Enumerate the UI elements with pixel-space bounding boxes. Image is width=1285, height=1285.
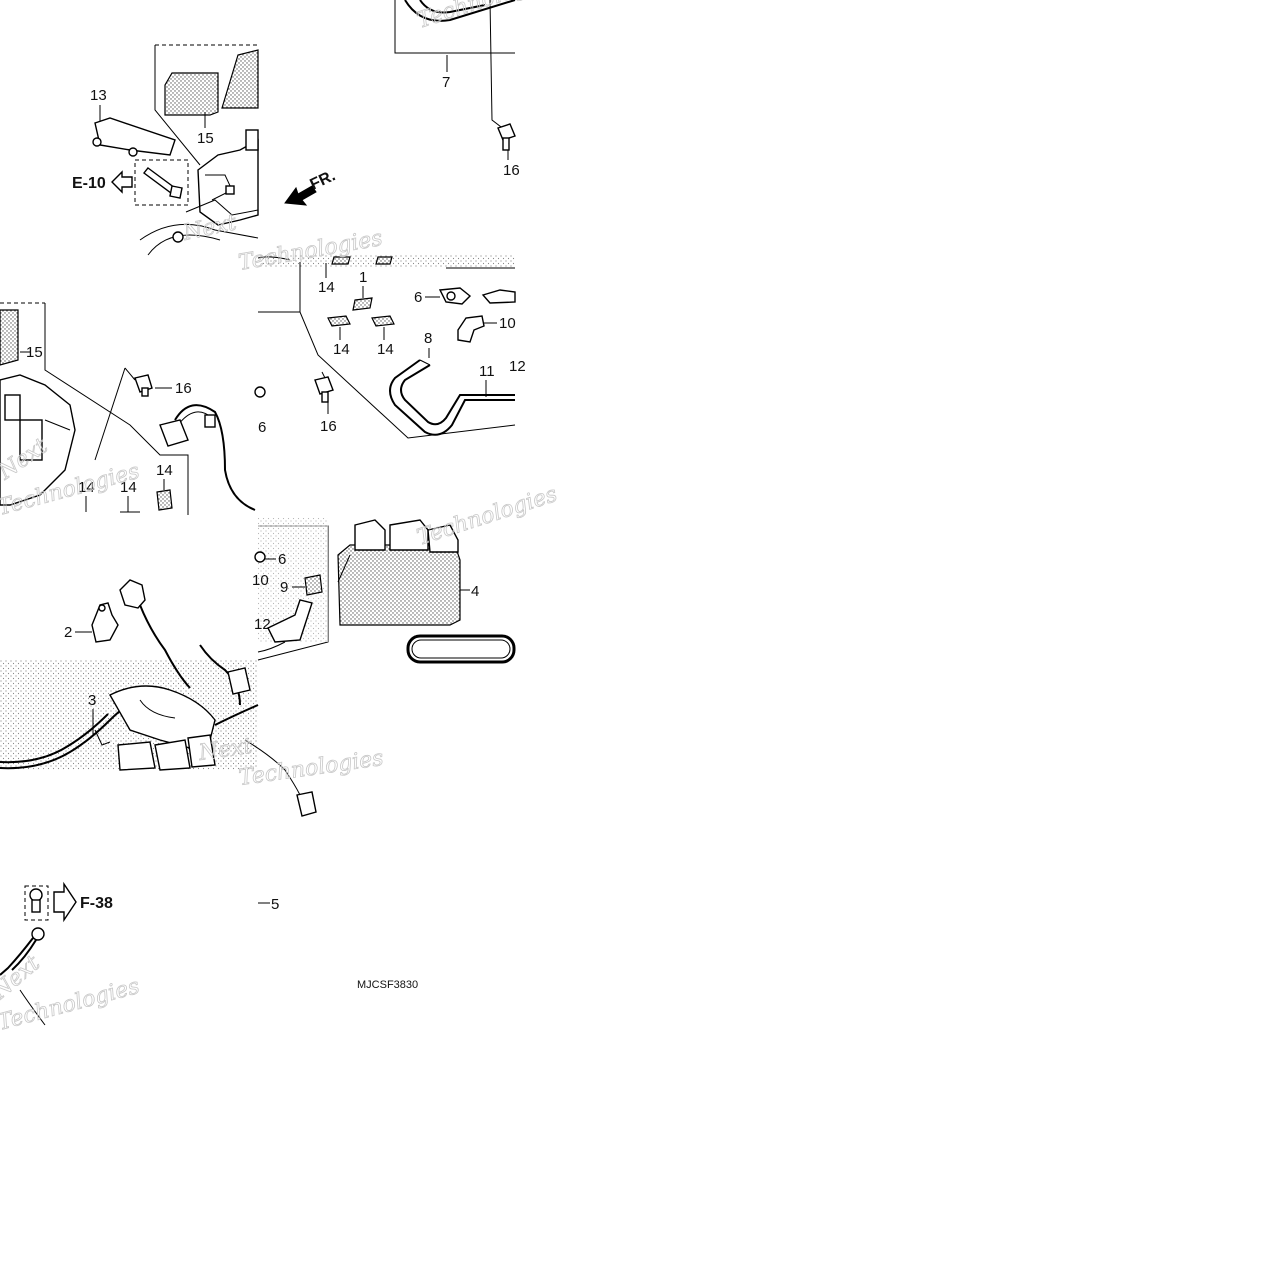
callout-12b: 12	[254, 616, 271, 633]
callout-10a: 10	[499, 315, 516, 332]
callout-1: 1	[359, 269, 367, 286]
panel-middle-left: 15 16 14 14 14	[0, 302, 256, 515]
callout-14b: 14	[120, 479, 137, 496]
panel-center: 14 1 14 14 6 10 8 11 12 16	[254, 255, 526, 439]
callout-5: 5	[271, 896, 279, 913]
front-indicator-label: FR.	[308, 167, 339, 193]
panel-top-middle: 7 16 FR.	[284, 0, 520, 206]
callout-15b: 15	[26, 344, 43, 361]
callout-2: 2	[64, 624, 72, 641]
bolt-e10	[142, 167, 183, 199]
watermark-6: Technologies	[414, 482, 560, 551]
callout-6b: 6	[258, 419, 266, 436]
callout-16c: 16	[320, 418, 337, 435]
sub-harness-middle	[159, 404, 256, 511]
ref-e10-label[interactable]: E-10	[72, 175, 106, 192]
ref-arrow-f38[interactable]: F-38	[53, 881, 113, 923]
callout-6a: 6	[414, 289, 422, 306]
callout-14d: 14	[318, 279, 335, 296]
drawing-code: MJCSF3830	[357, 979, 418, 991]
callout-14a: 14	[78, 479, 95, 496]
callout-3: 3	[88, 692, 96, 709]
bolt-f38	[29, 888, 43, 913]
relay-assembly	[185, 129, 259, 226]
callout-14c: 14	[156, 462, 173, 479]
callout-14e: 14	[333, 341, 350, 358]
callout-11: 11	[479, 363, 495, 380]
watermark-9: Next	[0, 951, 45, 1005]
bracket-13	[92, 117, 176, 157]
callout-15a: 15	[197, 130, 214, 147]
front-arrow: FR.	[284, 167, 339, 206]
watermarks: Technologies Next Technologies Next Tech…	[0, 0, 561, 1036]
callout-16a: 16	[503, 162, 520, 179]
callout-13: 13	[90, 87, 107, 104]
callout-7: 7	[442, 74, 450, 91]
ref-arrow-e10[interactable]: E-10	[72, 170, 133, 194]
callout-14f: 14	[377, 341, 394, 358]
callout-9: 9	[280, 579, 288, 596]
seal-ring	[406, 634, 516, 664]
screw-16c	[314, 376, 334, 403]
callout-4: 4	[471, 583, 479, 600]
callout-16b: 16	[175, 380, 192, 397]
watermark-2: Next	[180, 210, 239, 246]
callout-12: 12	[509, 358, 526, 375]
panel-bottom: F-38 5 MJCSF3830	[0, 881, 418, 1026]
callout-6c: 6	[278, 551, 286, 568]
screw-16b	[134, 374, 153, 397]
panel-top-left: 13 15 E-10	[72, 44, 259, 256]
callout-8: 8	[424, 330, 432, 347]
panel-lower-left: 2 3	[0, 579, 259, 771]
ecu-4	[337, 519, 461, 626]
screw-16a	[497, 123, 516, 151]
callout-10b: 10	[252, 572, 269, 589]
relay-block-middle	[0, 374, 76, 506]
harness-loop-8	[389, 359, 515, 436]
main-harness-3	[0, 579, 259, 771]
ref-f38-label[interactable]: F-38	[80, 895, 113, 912]
panel-lower-center: 6 10 9 12 4	[244, 518, 516, 817]
pad-15a	[164, 49, 259, 116]
watermark-1: Technologies	[414, 0, 560, 34]
watermark-8: Technologies	[237, 746, 385, 791]
ground-cable	[0, 927, 46, 1026]
